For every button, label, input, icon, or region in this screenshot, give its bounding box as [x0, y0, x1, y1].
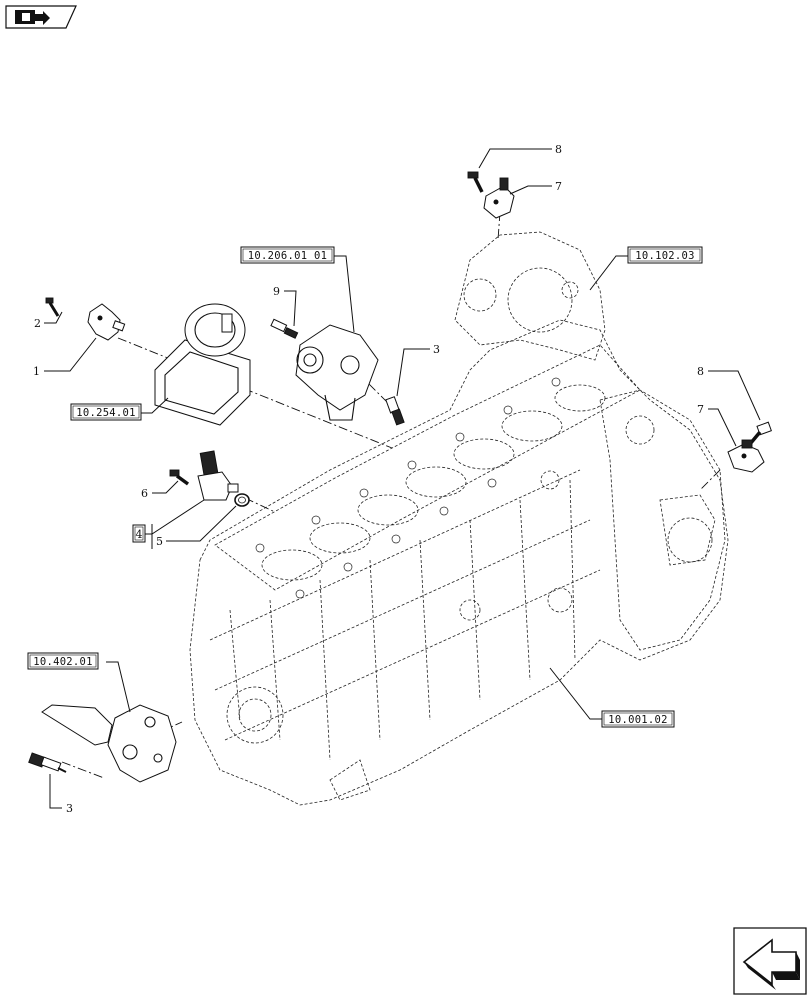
pressure-sensor-part-4[interactable]: [197, 450, 239, 501]
callout-labels: 1 2 3 3 5 6 7 7 8 8 9: [33, 143, 704, 815]
leader-lines: [44, 148, 761, 809]
callout-2: 2: [34, 317, 41, 330]
callout-3-top: 3: [433, 343, 440, 356]
sensor-part-9[interactable]: [270, 318, 299, 339]
callout-7-top: 7: [555, 180, 562, 193]
intake-housing[interactable]: [154, 303, 251, 426]
ref-label-10-206-01-01: 10.206.01 01: [248, 250, 327, 262]
sensor-part-7-top[interactable]: [483, 177, 515, 219]
ref-box-10-254-01[interactable]: 10.254.01: [70, 403, 142, 421]
ref-box-10-402-01[interactable]: 10.402.01: [27, 652, 99, 670]
sensor-part-7-right[interactable]: [727, 439, 765, 473]
bolt-part-8-top[interactable]: [467, 171, 484, 193]
sensor-part-3-top[interactable]: [385, 396, 405, 426]
ref-label-10-001-02: 10.001.02: [608, 714, 668, 726]
previous-page-icon[interactable]: [5, 5, 77, 29]
ref-box-10-206-01-01[interactable]: 10.206.01 01: [240, 246, 335, 264]
next-page-icon[interactable]: [733, 927, 807, 995]
callout-8-top: 8: [555, 143, 562, 156]
callout-7-right: 7: [697, 403, 704, 416]
ref-label-4: 4: [136, 528, 143, 541]
ref-label-10-102-03: 10.102.03: [635, 250, 695, 262]
sensor-part-1[interactable]: [87, 303, 126, 341]
bolt-part-8-right[interactable]: [748, 421, 772, 446]
callout-9: 9: [273, 285, 280, 298]
seal-ring-part-5[interactable]: [234, 493, 250, 507]
thermostat-housing[interactable]: [41, 704, 177, 783]
ref-label-10-254-01: 10.254.01: [76, 407, 136, 419]
sensor-part-3-bottom[interactable]: [28, 752, 67, 773]
ref-box-10-001-02[interactable]: 10.001.02: [601, 710, 675, 728]
fuel-pump-assembly[interactable]: [295, 324, 379, 421]
callout-1: 1: [33, 365, 40, 378]
callout-3-bottom: 3: [66, 802, 73, 815]
callout-6: 6: [141, 487, 148, 500]
bolt-part-6[interactable]: [169, 469, 190, 486]
ref-box-4[interactable]: 4: [132, 524, 146, 543]
engine-block: [189, 231, 729, 806]
bolt-part-2[interactable]: [45, 297, 60, 317]
callout-5: 5: [156, 535, 163, 548]
ref-label-10-402-01: 10.402.01: [33, 656, 93, 668]
callout-8-right: 8: [697, 365, 704, 378]
ref-box-10-102-03[interactable]: 10.102.03: [627, 246, 703, 264]
